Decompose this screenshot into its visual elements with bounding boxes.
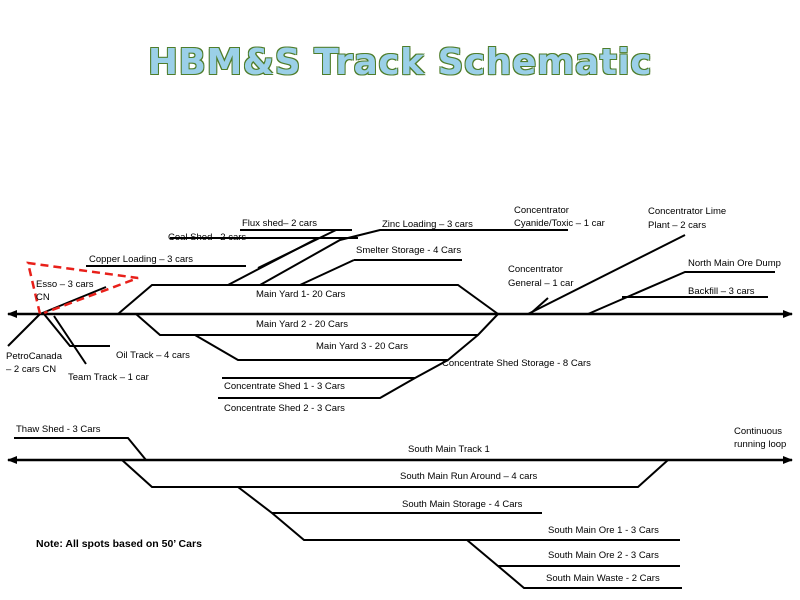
label-team-track: Team Track – 1 car (68, 372, 149, 383)
team-track (53, 315, 87, 365)
note-text: Note: All spots based on 50’ Cars (36, 538, 202, 550)
north-main-ore-dump-track (587, 271, 775, 315)
concentrator-lime-track (527, 234, 686, 315)
label-zinc-loading: Zinc Loading – 3 cars (382, 219, 473, 230)
main-yard-2-track (135, 313, 499, 336)
label-south-main-track-1: South Main Track 1 (408, 444, 490, 455)
south-main-run-around-track (121, 459, 669, 488)
label-thaw-shed: Thaw Shed - 3 Cars (16, 424, 101, 435)
label-petrocanada-1: PetroCanada (6, 351, 63, 362)
thaw-shed-track (14, 437, 147, 461)
label-esso-1: Esso – 3 cars (36, 279, 94, 290)
flux-shed-track (240, 229, 337, 269)
label-concentrate-shed-1: Concentrate Shed 1 - 3 Cars (224, 381, 345, 392)
label-south-main-storage: South Main Storage - 4 Cars (402, 499, 523, 510)
label-main-yard-2: Main Yard 2 - 20 Cars (256, 319, 348, 330)
label-concentrate-shed-storage: Concentrate Shed Storage - 8 Cars (442, 358, 591, 369)
south-main-waste-track (497, 565, 682, 589)
label-continuous-2: running loop (734, 439, 786, 450)
label-main-yard-1: Main Yard 1- 20 Cars (256, 289, 346, 300)
south-main-ore-1-track (271, 512, 680, 541)
esso-track (39, 286, 107, 315)
label-oil-track: Oil Track – 4 cars (116, 350, 190, 361)
label-south-main-ore-2: South Main Ore 2 - 3 Cars (548, 550, 659, 561)
label-concentrator-general-1: Concentrator (508, 264, 563, 275)
label-concentrator-general-2: General – 1 car (508, 278, 573, 289)
zinc-loading-track (259, 229, 568, 286)
page-title: HBM&S Track Schematic (147, 42, 653, 83)
label-petrocanada-2: – 2 cars CN (6, 364, 56, 375)
label-concentrator-lime-2: Plant – 2 cars (648, 220, 706, 231)
label-concentrator-cyanide-2: Cyanide/Toxic – 1 car (514, 218, 605, 229)
concentrate-shed-2-track (218, 377, 416, 399)
label-north-main-ore-dump: North Main Ore Dump (688, 258, 781, 269)
label-esso-2: CN (36, 292, 50, 303)
label-south-main-waste: South Main Waste - 2 Cars (546, 573, 660, 584)
main-yard-3-track (194, 334, 479, 361)
petrocanada-track (7, 313, 41, 347)
esso-dashed-track (26, 261, 139, 315)
label-main-yard-3: Main Yard 3 - 20 Cars (316, 341, 408, 352)
label-concentrator-cyanide-1: Concentrator (514, 205, 569, 216)
label-south-main-ore-1: South Main Ore 1 - 3 Cars (548, 525, 659, 536)
label-coal-shed: Coal Shed– 2 cars (168, 232, 246, 243)
label-concentrator-lime-1: Concentrator Lime (648, 206, 726, 217)
label-continuous-1: Continuous (734, 426, 782, 437)
label-backfill: Backfill – 3 cars (688, 286, 755, 297)
label-flux-shed: Flux shed– 2 cars (242, 218, 317, 229)
label-south-main-run-around: South Main Run Around – 4 cars (400, 471, 538, 482)
label-copper-loading: Copper Loading – 3 cars (89, 254, 193, 265)
label-concentrate-shed-2: Concentrate Shed 2 - 3 Cars (224, 403, 345, 414)
oil-track (43, 313, 110, 347)
main-yard-1-track (117, 284, 499, 315)
smelter-storage-link (299, 259, 355, 286)
concentrate-shed-1-track (222, 359, 449, 379)
label-smelter-storage: Smelter Storage - 4 Cars (356, 245, 461, 256)
